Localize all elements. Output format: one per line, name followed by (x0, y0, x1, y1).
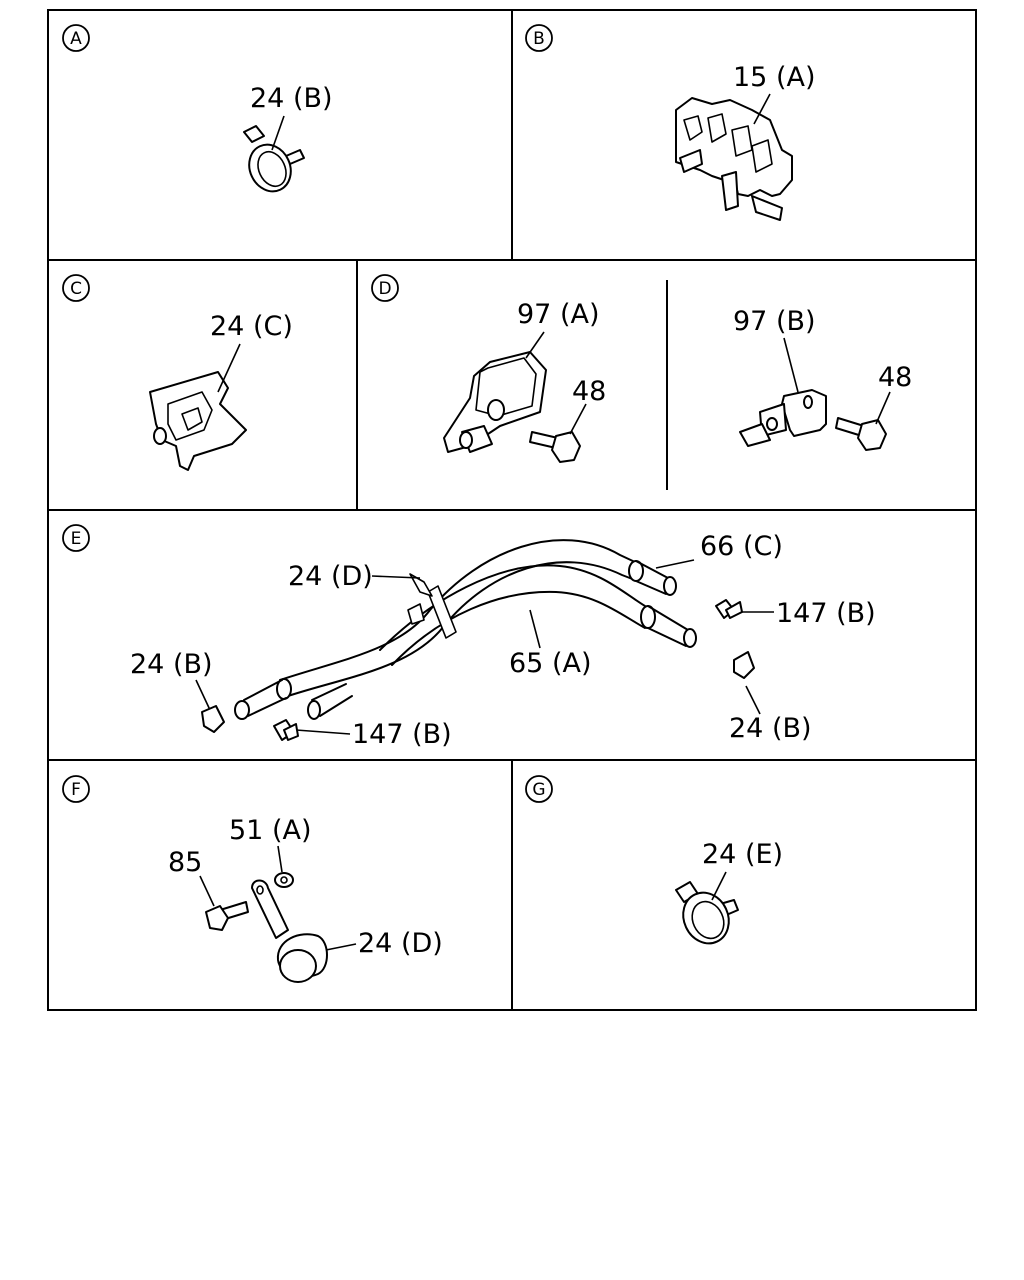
panel-c-badge: C (62, 274, 90, 302)
panel-b-letter: B (533, 29, 545, 49)
panel-f-assembly (199, 845, 357, 983)
panel-d-bracket-b (739, 337, 827, 447)
panel-e-callout-hose-lower: 65 (A) (509, 648, 591, 679)
panel-e-callout-clamp-left: 24 (B) (130, 649, 213, 680)
panel-d-callout-bracket-a: 97 (A) (517, 299, 599, 330)
panel-b-callout-clip: 15 (A) (733, 62, 815, 93)
panel-e-small-parts (201, 599, 755, 741)
panel-e-callout-clamp-top: 24 (D) (288, 561, 373, 592)
panel-d-bracket-a (443, 331, 547, 453)
panel-b-clip (675, 93, 793, 221)
panel-e-callout-clip-left: 147 (B) (352, 719, 452, 750)
panel-f-letter: F (71, 780, 81, 800)
panel-e-callout-hose-upper: 66 (C) (700, 531, 783, 562)
panel-d-letter: D (378, 279, 391, 299)
panel-a-clamp (243, 115, 305, 193)
panel-g-letter: G (532, 780, 545, 800)
panel-g-badge: G (525, 775, 553, 803)
panel-c-clip (149, 343, 247, 471)
panel-d-badge: D (371, 274, 399, 302)
panel-e-hoses (234, 539, 697, 720)
panel-g-callout-clamp: 24 (E) (702, 839, 783, 870)
panel-a-callout-clamp: 24 (B) (250, 83, 333, 114)
panel-f-callout-bolt: 85 (168, 847, 202, 878)
panel-d-bolt-a (529, 403, 587, 463)
panel-d-bolt-b (835, 391, 891, 451)
panel-a-badge: A (62, 24, 90, 52)
panel-e-badge: E (62, 524, 90, 552)
panel-f-badge: F (62, 775, 90, 803)
panel-f-callout-clamp: 24 (D) (358, 928, 443, 959)
panel-g-clamp (675, 871, 739, 945)
panel-e-callout-clip-right: 147 (B) (776, 598, 876, 629)
panel-grid (47, 9, 977, 1011)
panel-d-callout-bracket-b: 97 (B) (733, 306, 816, 337)
panel-e-leaders (195, 559, 774, 735)
panel-a-letter: A (70, 29, 82, 49)
panel-e-letter: E (71, 529, 82, 549)
panel-f-callout-nut: 51 (A) (229, 815, 311, 846)
panel-c-letter: C (70, 279, 82, 299)
panel-d-callout-bolt-a: 48 (572, 376, 606, 407)
panel-d-callout-bolt-b: 48 (878, 362, 912, 393)
panel-c-callout-clip: 24 (C) (210, 311, 293, 342)
panel-e-callout-clamp-right: 24 (B) (729, 713, 812, 744)
panel-b-badge: B (525, 24, 553, 52)
